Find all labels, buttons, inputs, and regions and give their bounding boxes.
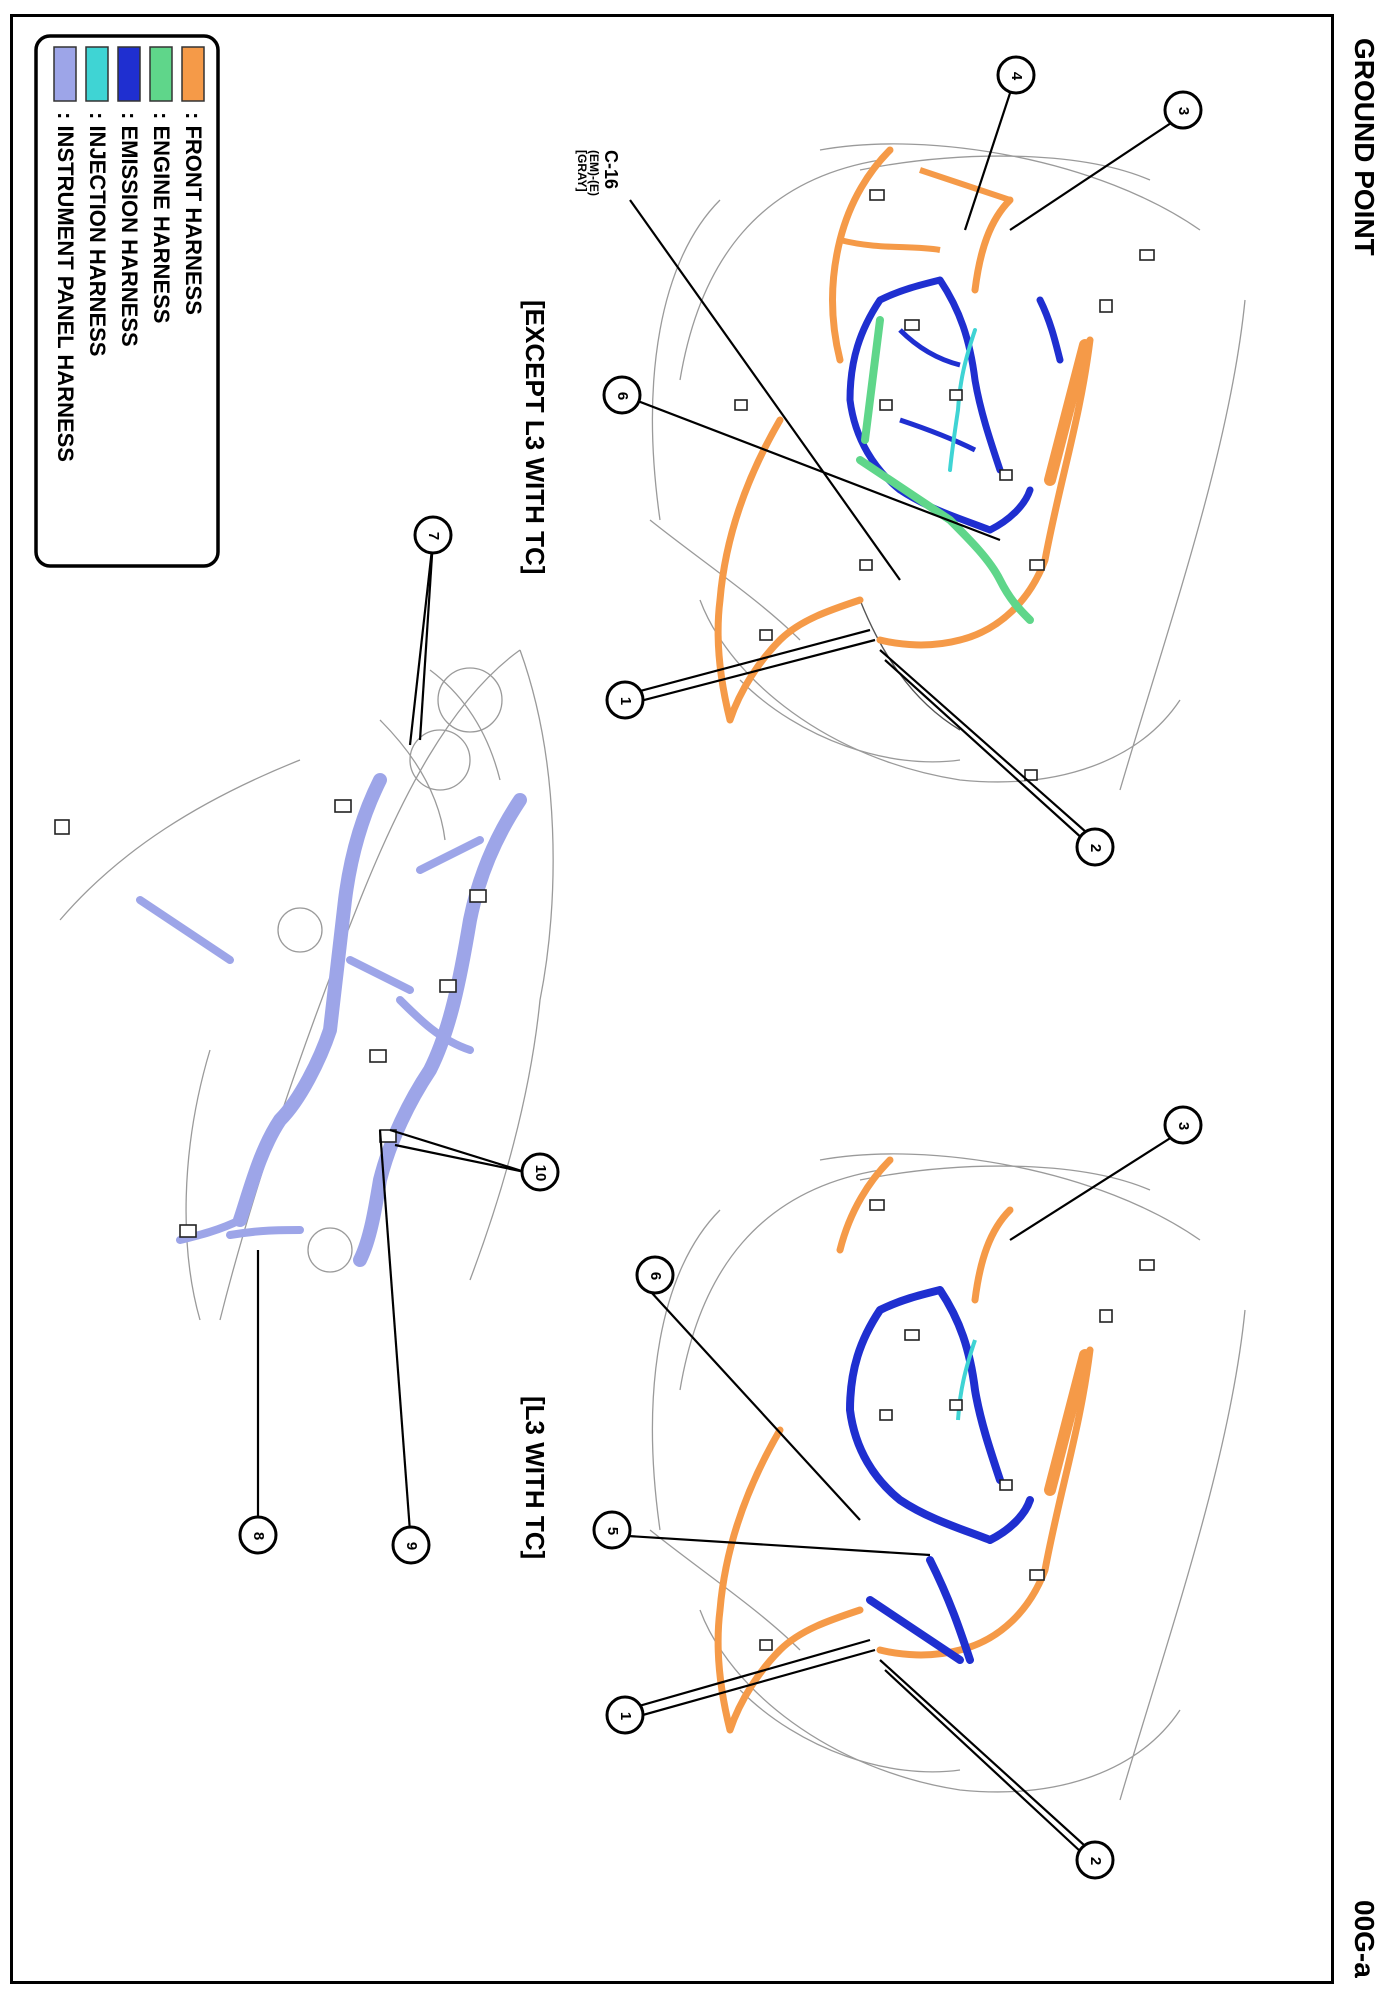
svg-text:9: 9 (403, 1542, 420, 1550)
svg-text:1: 1 (617, 1712, 634, 1720)
callout-6b: 6 (635, 1255, 675, 1295)
callout-8: 8 (238, 1515, 278, 1555)
legend-swatch-front (181, 46, 205, 102)
legend-swatch-engine (149, 46, 173, 102)
callout-3a: 3 (1163, 90, 1203, 130)
svg-text:2: 2 (1087, 844, 1104, 852)
instrument-panel (54, 649, 554, 1321)
callout-5: 5 (592, 1510, 632, 1550)
injection-harness-path (948, 328, 977, 472)
page-border (10, 14, 1334, 1984)
svg-text:2: 2 (1087, 1857, 1104, 1865)
engine-harness-path (856, 316, 1034, 624)
page-title: GROUND POINT (1349, 38, 1380, 256)
legend-label-engine: : ENGINE HARNESS (149, 112, 174, 323)
callout-7: 7 (413, 515, 453, 555)
callout-2b: 2 (1075, 1840, 1115, 1880)
connector-harness: (EM)-(E) (587, 150, 601, 196)
connector-color: [GRAY] (575, 150, 589, 192)
svg-text:8: 8 (250, 1532, 267, 1540)
callout-1a: 1 (605, 680, 645, 720)
svg-text:3: 3 (1175, 1122, 1192, 1130)
svg-text:10: 10 (532, 1165, 549, 1182)
engine-bay-l3 (649, 1153, 1246, 1801)
legend-swatch-instrument (53, 46, 77, 102)
svg-text:[L3 WITH TC]: [L3 WITH TC] (520, 1396, 550, 1559)
svg-text:6: 6 (647, 1272, 664, 1280)
legend-label-front: : FRONT HARNESS (181, 112, 206, 315)
leader-lines (256, 74, 1184, 1866)
callout-2a: 2 (1075, 827, 1115, 867)
callouts: 3 4 6 1 2 7 10 3 6 5 1 2 8 9 (238, 55, 1203, 1880)
svg-text:7: 7 (425, 532, 442, 540)
front-harness-path (714, 146, 1094, 724)
svg-text:5: 5 (604, 1527, 621, 1535)
svg-text:3: 3 (1175, 107, 1192, 115)
svg-text:[EXCEPT L3 WITH TC]: [EXCEPT L3 WITH TC] (520, 300, 550, 574)
callout-9: 9 (391, 1525, 431, 1565)
page-title-group: GROUND POINT (1349, 38, 1380, 256)
page-number: 00G-a (1349, 1900, 1380, 1978)
legend-swatch-emission (117, 46, 141, 102)
callout-6a: 6 (602, 375, 642, 415)
legend-box (34, 34, 220, 568)
svg-text:4: 4 (1008, 72, 1025, 81)
svg-text:1: 1 (617, 697, 634, 705)
page-number-group: 00G-a (1349, 1900, 1380, 1978)
view-label-except: [EXCEPT L3 WITH TC] (520, 300, 550, 574)
callout-1b: 1 (605, 1695, 645, 1735)
callout-4: 4 (996, 55, 1036, 95)
connector-code: C-16 (601, 150, 621, 189)
engine-bay-except-l3 (649, 143, 1246, 791)
view-label-l3: [L3 WITH TC] (520, 1396, 550, 1559)
connector-label: C-16 (EM)-(E) [GRAY] (575, 150, 621, 196)
callout-3b: 3 (1163, 1105, 1203, 1145)
svg-text:6: 6 (614, 392, 631, 400)
callout-10: 10 (520, 1152, 560, 1192)
legend-label-instrument: : INSTRUMENT PANEL HARNESS (53, 112, 78, 462)
legend-swatch-injection (85, 46, 109, 102)
legend-label-emission: : EMISSION HARNESS (117, 112, 142, 347)
legend: : FRONT HARNESS : ENGINE HARNESS : EMISS… (34, 34, 220, 568)
legend-label-injection: : INJECTION HARNESS (85, 112, 110, 356)
